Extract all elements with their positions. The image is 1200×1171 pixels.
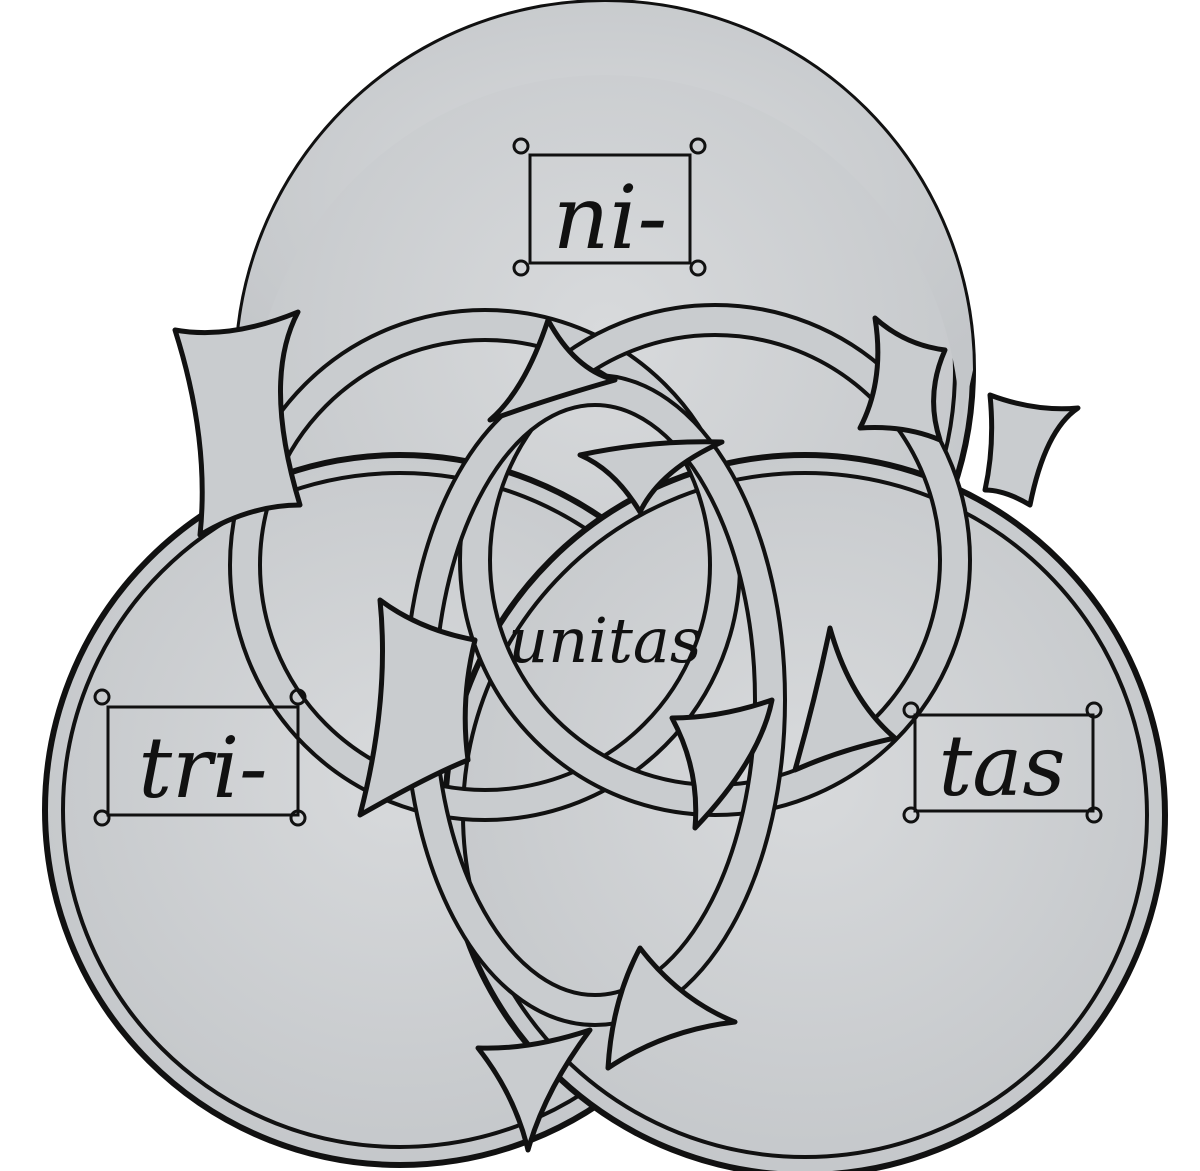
label-top: ni- — [553, 166, 668, 269]
frame-right-knob-bl — [902, 806, 920, 824]
frame-right-knob-br — [1085, 806, 1103, 824]
frame-left-knob-br — [289, 809, 307, 827]
frame-right — [913, 713, 1095, 813]
frame-left-knob-tr — [289, 688, 307, 706]
frame-top-knob-tl — [512, 137, 530, 155]
arrowhead-center-right — [577, 439, 725, 515]
frame-left-knob-tl — [93, 688, 111, 706]
arrowhead-bottom-left — [475, 1027, 593, 1153]
text-labels: ni- tri- tas unitas — [138, 166, 1065, 817]
arrowhead-bottom — [605, 945, 738, 1071]
frame-top-knob-tr — [689, 137, 707, 155]
arrowhead-far-right — [982, 392, 1081, 508]
frame-left-knob-bl — [93, 809, 111, 827]
arrowheads — [172, 309, 1081, 1153]
frame-right-knob-tl — [902, 701, 920, 719]
band-ring-1-fill — [232, 312, 738, 818]
arrowhead-center-lower — [669, 697, 775, 831]
arrowhead-right-mid — [792, 625, 898, 773]
arrowhead-center-left — [357, 597, 478, 818]
disc-top-overlap — [237, 2, 973, 430]
frame-top-knob-br — [689, 259, 707, 277]
frame-top — [528, 153, 692, 265]
label-left: tri- — [138, 719, 267, 817]
label-right: tas — [939, 717, 1066, 815]
label-frames — [93, 137, 1103, 827]
frame-top-knob-bl — [512, 259, 530, 277]
frame-right-knob-tr — [1085, 701, 1103, 719]
label-center: unitas — [508, 604, 701, 677]
frame-left — [106, 705, 300, 817]
arrowhead-top-left — [172, 309, 303, 538]
arrowhead-top-center — [487, 317, 618, 423]
arrowhead-top-right — [857, 315, 948, 443]
